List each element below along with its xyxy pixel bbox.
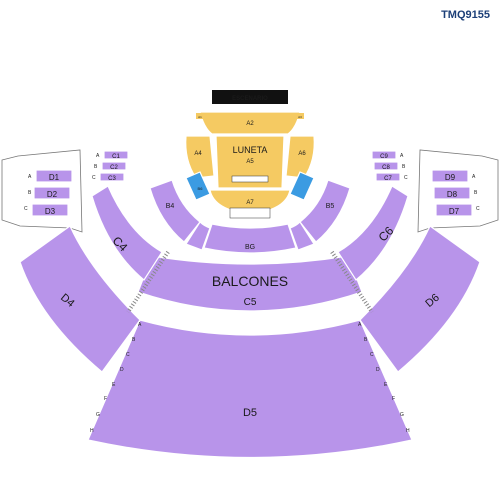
balcones-title: BALCONES	[212, 273, 288, 289]
section-d7[interactable]	[435, 203, 473, 217]
aisle-left	[126, 250, 170, 314]
label-d8: D8	[447, 190, 458, 199]
row-right-wing-b: B	[474, 190, 478, 196]
row-d5-left-g: G	[96, 412, 100, 418]
section-d5[interactable]	[87, 319, 413, 459]
row-d5-left-h: H	[90, 428, 94, 434]
label-a4: A4	[194, 151, 202, 157]
label-a1: A1	[198, 115, 202, 119]
section-d6[interactable]	[359, 225, 481, 373]
section-d8[interactable]	[433, 186, 471, 200]
row-right-box-b: B	[402, 164, 406, 170]
section-a1[interactable]	[196, 113, 204, 119]
label-c2: C2	[110, 165, 118, 171]
section-d4[interactable]	[19, 225, 141, 373]
section-d3[interactable]	[31, 203, 69, 217]
row-letters-d5-left: A B C D E F G H	[90, 322, 142, 434]
row-left-box-b: B	[94, 164, 98, 170]
section-d1[interactable]	[35, 169, 73, 183]
label-c1: C1	[112, 154, 120, 160]
section-d2[interactable]	[33, 186, 71, 200]
label-d1: D1	[49, 173, 60, 182]
row-d5-right-b: B	[364, 337, 368, 343]
label-c9: C9	[380, 154, 388, 160]
luneta-title: LUNETA	[233, 145, 268, 155]
row-d5-right-a: A	[358, 322, 362, 328]
section-c1[interactable]	[103, 150, 129, 160]
row-right-box-c: C	[404, 175, 408, 181]
section-blue-right[interactable]	[289, 171, 315, 201]
section-b-left[interactable]	[185, 221, 211, 251]
section-c6[interactable]	[337, 185, 409, 281]
section-a6[interactable]	[285, 135, 315, 179]
row-left-wing-a: A	[28, 174, 32, 180]
row-d5-right-f: F	[392, 396, 395, 402]
luneta-entry	[229, 207, 271, 219]
row-left-wing-b: B	[28, 190, 32, 196]
venue-code: TMQ9155	[441, 9, 490, 21]
stage	[212, 90, 288, 104]
label-b5: B5	[326, 203, 335, 210]
section-a3[interactable]	[296, 113, 304, 119]
label-b6: B6	[198, 186, 204, 191]
label-d5: D5	[243, 407, 257, 419]
label-c8: C8	[382, 165, 390, 171]
label-a7: A7	[246, 200, 254, 206]
label-d3: D3	[45, 207, 56, 216]
section-b5[interactable]	[299, 179, 351, 243]
section-b4[interactable]	[149, 179, 201, 243]
section-c9[interactable]	[371, 150, 397, 160]
row-left-box-c: C	[92, 175, 96, 181]
aisle-right	[330, 250, 374, 314]
row-d5-right-h: H	[406, 428, 410, 434]
row-d5-right-c: C	[370, 352, 374, 358]
stage-label: ESCENARIO	[232, 96, 268, 102]
section-blue-left[interactable]	[185, 171, 211, 201]
section-c8[interactable]	[373, 161, 399, 171]
section-b-right[interactable]	[289, 221, 315, 251]
section-bg[interactable]	[203, 223, 297, 254]
label-d9: D9	[445, 173, 456, 182]
row-d5-left-b: B	[132, 337, 136, 343]
row-left-wing-c: C	[24, 206, 28, 212]
label-bg: BG	[245, 244, 255, 251]
row-d5-left-a: A	[138, 322, 142, 328]
row-d5-right-e: E	[384, 382, 388, 388]
label-a5: A5	[246, 159, 254, 165]
section-c4[interactable]	[91, 185, 163, 281]
row-letters-d5-right: A B C D E F G H	[358, 322, 410, 434]
row-left-box-a: A	[96, 153, 100, 159]
label-c3: C3	[108, 176, 116, 182]
row-right-wing-c: C	[476, 206, 480, 212]
label-d2: D2	[47, 190, 58, 199]
row-d5-right-g: G	[400, 412, 404, 418]
label-a6: A6	[298, 151, 306, 157]
row-d5-left-c: C	[126, 352, 130, 358]
label-c5: C5	[244, 297, 257, 308]
row-d5-left-f: F	[104, 396, 107, 402]
row-right-box-a: A	[400, 153, 404, 159]
label-d7: D7	[449, 207, 460, 216]
row-d5-left-d: D	[120, 367, 124, 373]
section-a5[interactable]	[215, 135, 285, 189]
section-c3[interactable]	[99, 172, 125, 182]
mixing-booth	[231, 175, 269, 183]
label-b4: B4	[166, 203, 175, 210]
section-c7[interactable]	[375, 172, 401, 182]
section-d9[interactable]	[431, 169, 469, 183]
label-a3: A3	[298, 115, 302, 119]
section-c2[interactable]	[101, 161, 127, 171]
label-c7: C7	[384, 176, 392, 182]
row-d5-right-d: D	[376, 367, 380, 373]
row-right-wing-a: A	[472, 174, 476, 180]
label-a2: A2	[246, 121, 254, 127]
row-d5-left-e: E	[112, 382, 116, 388]
section-a4[interactable]	[185, 135, 215, 179]
